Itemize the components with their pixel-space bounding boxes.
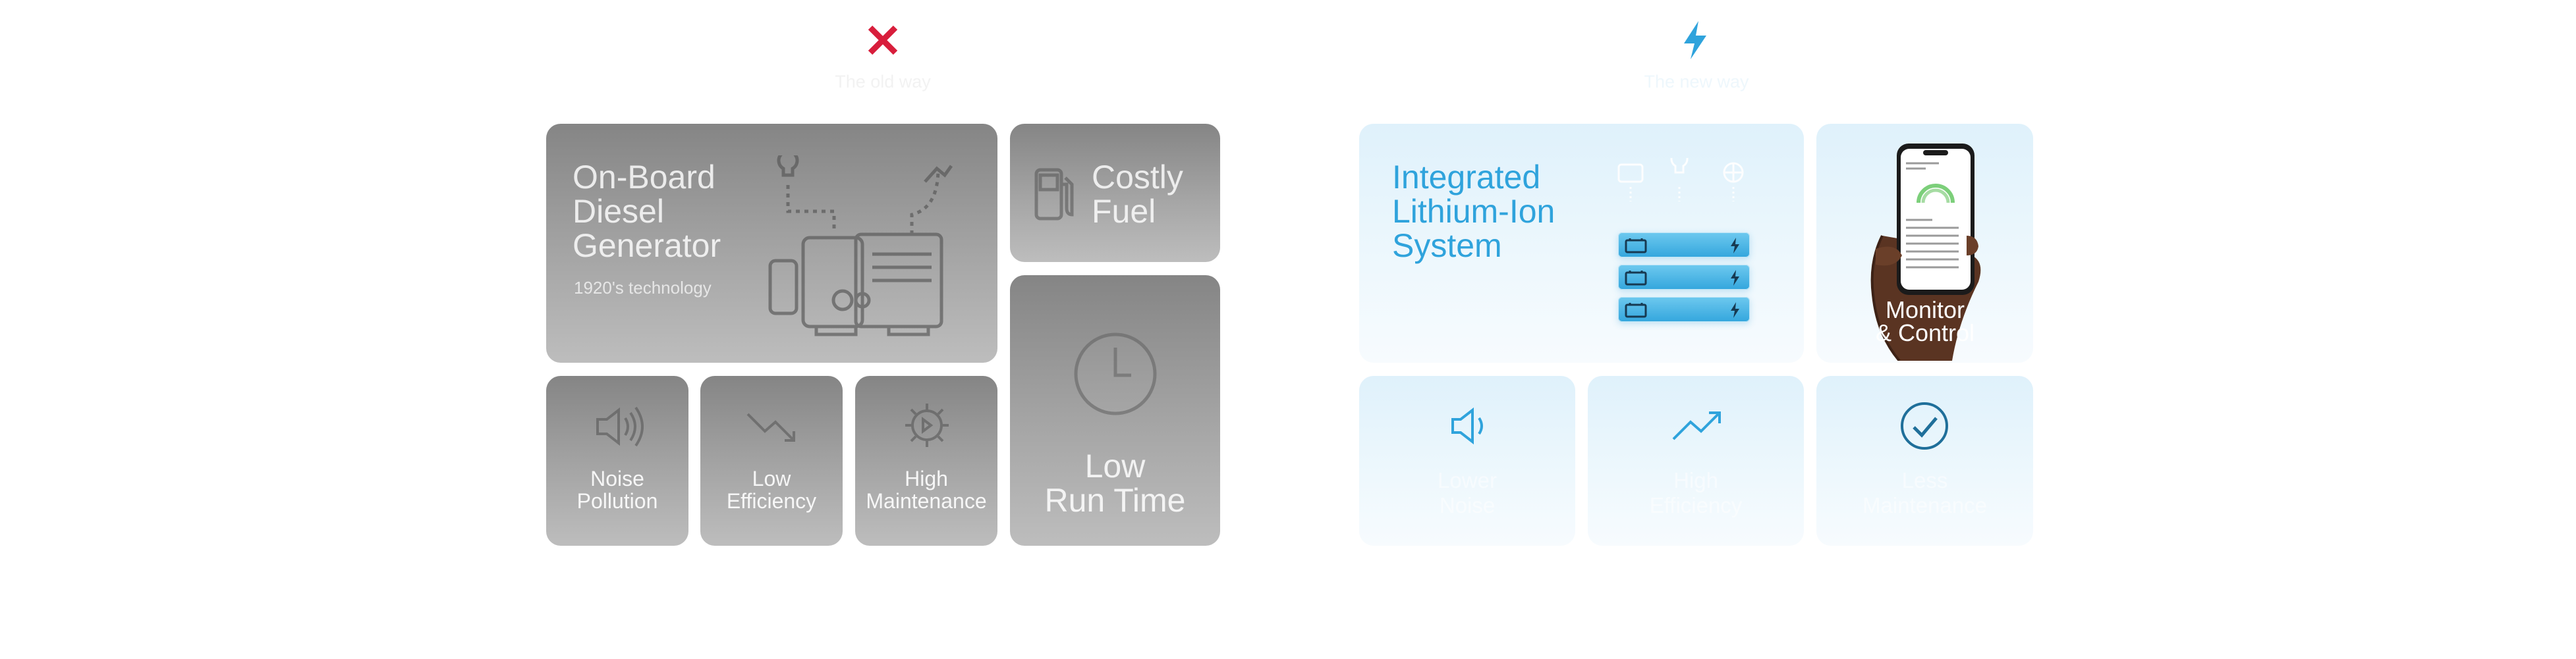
battery-icon — [1625, 238, 1647, 253]
check-circle-icon — [1901, 402, 1948, 450]
less-maintenance-card: Less Maintenance — [1816, 376, 2033, 546]
runtime-title-line-2: Run Time — [1044, 482, 1186, 519]
speaker-quiet-icon — [1451, 407, 1483, 445]
high-efficiency-label-line-1: High — [1673, 468, 1718, 492]
low-efficiency-card: Low Efficiency — [700, 376, 843, 546]
clock-icon — [1074, 332, 1157, 415]
lower-noise-card: Lower Noise — [1359, 376, 1575, 546]
lower-noise-label-line-2: Noise — [1439, 493, 1496, 517]
battery-icon — [1625, 271, 1647, 286]
monitor-label-line-2: & Control — [1875, 319, 1975, 346]
lower-noise-label-line-1: Lower — [1438, 468, 1497, 492]
battery-bar-3 — [1618, 297, 1750, 322]
high-efficiency-card: High Efficiency — [1588, 376, 1804, 546]
lightning-bolt-icon — [1684, 21, 1706, 59]
close-x-icon — [868, 25, 898, 55]
diesel-title-line-3: Generator — [573, 227, 721, 264]
costly-fuel-tile: Costly Fuel — [1010, 124, 1220, 262]
fuel-title-line-1: Costly — [1092, 159, 1183, 196]
diesel-subtitle: 1920's technology — [574, 278, 712, 298]
noise-pollution-card: Noise Pollution — [546, 376, 688, 546]
fuel-pump-icon — [1034, 168, 1074, 221]
hand-holding-phone-illustration — [1870, 144, 1981, 361]
low-run-time-tile: Low Run Time — [1010, 275, 1220, 546]
battery-bar-2 — [1618, 265, 1750, 290]
speaker-loud-icon — [596, 406, 644, 447]
left-header-caption: The old way — [835, 72, 931, 92]
trend-up-icon — [1672, 411, 1721, 440]
diesel-generator-tile: On-Board Diesel Generator 1920's technol… — [546, 124, 997, 363]
battery-bar-1 — [1618, 232, 1750, 257]
noise-label-line-1: Noise — [590, 467, 644, 490]
monitor-label-line-1: Monitor — [1885, 296, 1965, 323]
battery-icon — [1625, 303, 1647, 318]
integrated-title-line-2: Lithium-Ion — [1392, 193, 1555, 230]
noise-label-line-2: Pollution — [576, 489, 658, 513]
integrated-title-line-3: System — [1392, 227, 1502, 264]
charging-bolt-icon — [1731, 270, 1739, 286]
diesel-title-line-2: Diesel — [573, 193, 664, 230]
efficiency-label-line-2: Efficiency — [726, 489, 817, 513]
maintenance-label-line-1: High — [905, 467, 948, 490]
right-header-caption: The new way — [1644, 72, 1749, 92]
less-maintenance-label-line-2: Maintenance — [1862, 493, 1987, 517]
monitor-control-tile: Monitor & Control — [1816, 124, 2033, 363]
high-maintenance-card: High Maintenance — [855, 376, 997, 546]
efficiency-label-line-1: Low — [752, 467, 791, 490]
charging-bolt-icon — [1731, 302, 1739, 318]
high-efficiency-label-line-2: Efficiency — [1649, 493, 1743, 517]
less-maintenance-label-line-1: Less — [1901, 468, 1948, 492]
integrated-title-line-1: Integrated — [1392, 159, 1541, 196]
charging-bolt-icon — [1731, 238, 1739, 253]
maintenance-label-line-2: Maintenance — [866, 489, 987, 513]
runtime-title-line-1: Low — [1084, 448, 1146, 485]
appliance-icons-group — [1617, 158, 1744, 201]
generator-illustration-icon — [768, 155, 953, 336]
trend-down-icon — [746, 413, 795, 442]
diesel-title-line-1: On-Board — [573, 159, 715, 196]
gear-icon — [905, 404, 949, 447]
fuel-title-line-2: Fuel — [1092, 193, 1156, 230]
